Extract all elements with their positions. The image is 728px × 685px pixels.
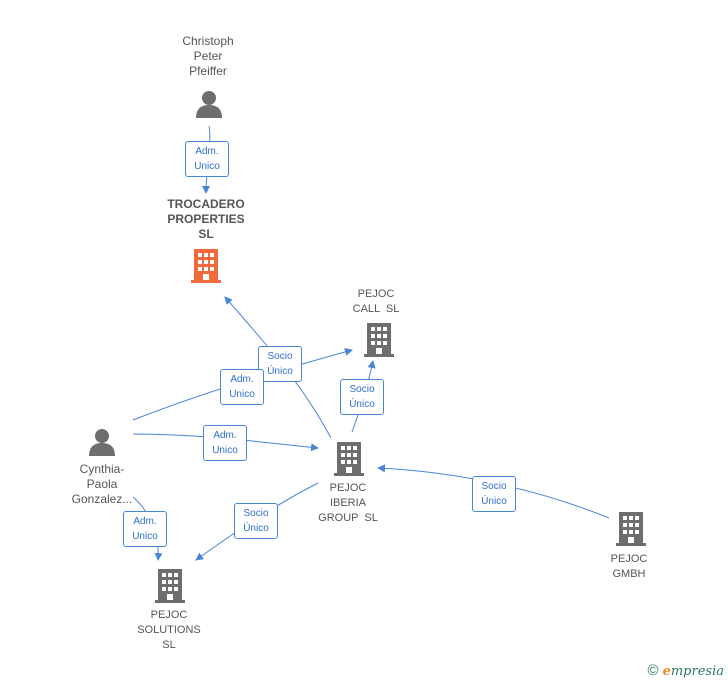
node-label-line: TROCADERO [167, 197, 245, 211]
edge-label-line: Adm. [133, 516, 157, 527]
company-icon-pejoc-gmbh [616, 512, 646, 546]
company-icon-pejoc-iberia [334, 442, 364, 476]
edge-label-line: Único [267, 366, 293, 377]
edge-label-adm-unico[interactable]: Adm. Unico [220, 369, 264, 405]
node-label-line: Paola [86, 477, 118, 491]
node-label-line: PEJOC [357, 288, 395, 300]
node-label-pejoc-solutions[interactable]: PEJOC SOLUTIONS SL [124, 608, 214, 653]
node-label-trocadero[interactable]: TROCADERO PROPERTIES SL [151, 197, 261, 242]
edge-label-adm-unico[interactable]: Adm. Unico [203, 425, 247, 461]
person-icon [196, 91, 222, 118]
node-label-line: Gonzalez... [71, 492, 133, 506]
edge-label-line: Socio [267, 351, 293, 362]
node-label-pejoc-gmbh[interactable]: PEJOC GMBH [594, 552, 664, 582]
node-label-pejoc-iberia[interactable]: PEJOC IBERIA GROUP SL [306, 481, 390, 526]
edge-label-line: Unico [229, 389, 255, 400]
node-label-line: CALL SL [352, 303, 400, 315]
edge-label-line: Unico [212, 445, 238, 456]
edge-label-line: Unico [194, 161, 220, 172]
node-label-line: SL [162, 639, 176, 651]
node-label-line: SOLUTIONS [137, 624, 201, 636]
edge-label-line: Adm. [213, 430, 237, 441]
edge-label-adm-unico[interactable]: Adm. Unico [123, 511, 167, 547]
edge-label-socio-unico[interactable]: Socio Único [472, 476, 516, 512]
node-label-line: PEJOC [150, 609, 188, 621]
node-label-line: PEJOC [329, 482, 367, 494]
edge-label-line: Socio [481, 481, 507, 492]
edge-label-line: Socio [243, 508, 269, 519]
person-icon [89, 429, 115, 456]
node-label-line: PEJOC [610, 553, 648, 565]
node-label-pejoc-call[interactable]: PEJOC CALL SL [336, 287, 416, 317]
node-label-line: Pfeiffer [189, 64, 227, 78]
node-label-line: PROPERTIES [167, 212, 245, 226]
edge-label-adm-unico[interactable]: Adm. Unico [185, 141, 229, 177]
edge-label-line: Único [349, 399, 375, 410]
node-label-line: Cynthia- [79, 462, 125, 476]
brand-initial: e [662, 663, 671, 679]
node-label-line: GROUP SL [318, 512, 378, 524]
edge-label-socio-unico[interactable]: Socio Único [258, 346, 302, 382]
node-label-christoph[interactable]: Christoph Peter Pfeiffer [168, 34, 248, 79]
node-label-line: IBERIA [329, 497, 367, 509]
node-label-cynthia[interactable]: Cynthia- Paola Gonzalez... [60, 462, 144, 507]
company-icon-pejoc-solutions [155, 569, 185, 603]
edge-label-socio-unico[interactable]: Socio Único [234, 503, 278, 539]
edge-label-line: Único [481, 496, 507, 507]
node-label-line: SL [198, 227, 214, 241]
node-label-line: Christoph [182, 34, 234, 48]
edge-label-line: Adm. [195, 146, 219, 157]
footer-brand: © empresia [648, 662, 724, 679]
company-icon-pejoc-call [364, 323, 394, 357]
edge-label-line: Socio [349, 384, 375, 395]
edge-label-line: Adm. [230, 374, 254, 385]
edge-label-line: Unico [132, 531, 158, 542]
edge-label-socio-unico[interactable]: Socio Único [340, 379, 384, 415]
copyright-icon: © [647, 662, 659, 679]
brand-name: mpresia [670, 663, 724, 679]
node-label-line: GMBH [612, 568, 646, 580]
company-icon-trocadero [191, 249, 221, 283]
brand-logo: empresia [663, 663, 724, 679]
node-label-line: Peter [193, 49, 223, 63]
edge-label-line: Único [243, 523, 269, 534]
